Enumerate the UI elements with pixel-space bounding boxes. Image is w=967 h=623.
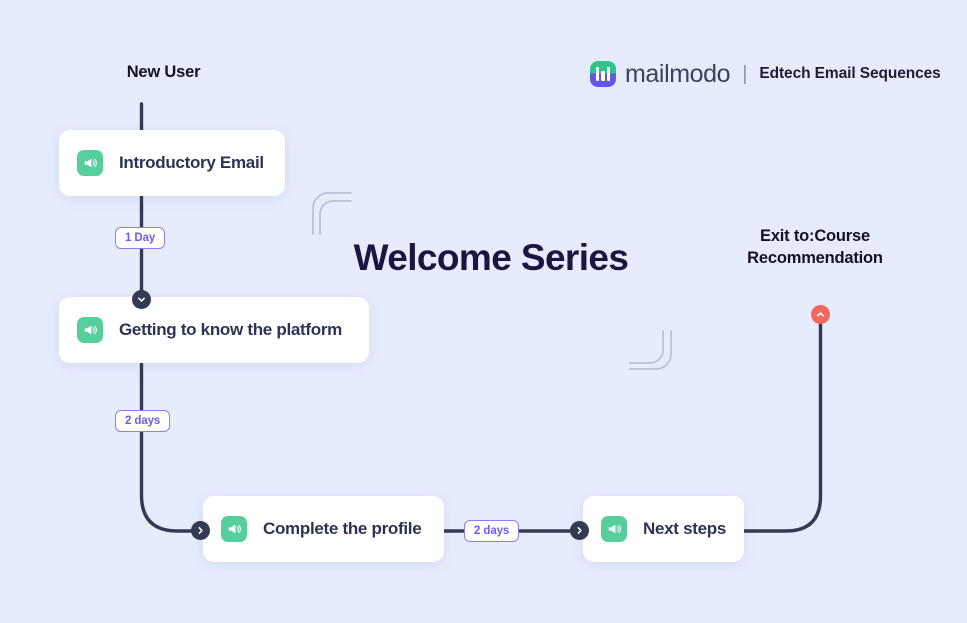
corner-bracket-top-left-icon <box>312 192 352 235</box>
mailmodo-logo-icon <box>590 61 616 87</box>
exit-label: Exit to:Course Recommendation <box>722 225 908 270</box>
delay-badge-1-day[interactable]: 1 Day <box>115 227 166 249</box>
corner-bracket-bottom-right-icon <box>629 330 672 370</box>
chevron-down-icon[interactable] <box>132 290 151 309</box>
step-label: Next steps <box>643 519 726 538</box>
step-card-next-steps[interactable]: Next steps <box>583 496 744 562</box>
board-title: Welcome Series <box>353 237 629 278</box>
wire-next-to-exit <box>742 314 823 533</box>
step-label: Introductory Email <box>119 153 264 172</box>
brand-header: mailmodo | Edtech Email Sequences <box>590 60 941 88</box>
brand-name: mailmodo <box>625 59 731 88</box>
wire-getting-to-profile <box>139 361 206 533</box>
megaphone-icon <box>221 516 247 542</box>
brand-subtitle: Edtech Email Sequences <box>759 65 941 82</box>
megaphone-icon <box>77 150 103 176</box>
megaphone-icon <box>77 317 103 343</box>
step-card-introductory-email[interactable]: Introductory Email <box>59 130 285 196</box>
chevron-right-icon[interactable] <box>570 521 589 540</box>
step-card-complete-the-profile[interactable]: Complete the profile <box>203 496 444 562</box>
entry-label: New User <box>126 63 201 81</box>
exit-label-line-1: Exit to:Course <box>760 227 870 245</box>
step-card-getting-to-know-the-platform[interactable]: Getting to know the platform <box>59 297 369 363</box>
megaphone-icon <box>601 516 627 542</box>
chevron-up-icon[interactable] <box>811 305 830 324</box>
step-label: Getting to know the platform <box>119 320 342 339</box>
brand-separator: | <box>742 62 748 85</box>
delay-badge-2-days-getting[interactable]: 2 days <box>115 410 171 432</box>
delay-badge-2-days-profile[interactable]: 2 days <box>464 520 520 542</box>
exit-label-line-2: Recommendation <box>747 249 883 268</box>
chevron-right-icon[interactable] <box>191 521 210 540</box>
step-label: Complete the profile <box>263 519 422 538</box>
